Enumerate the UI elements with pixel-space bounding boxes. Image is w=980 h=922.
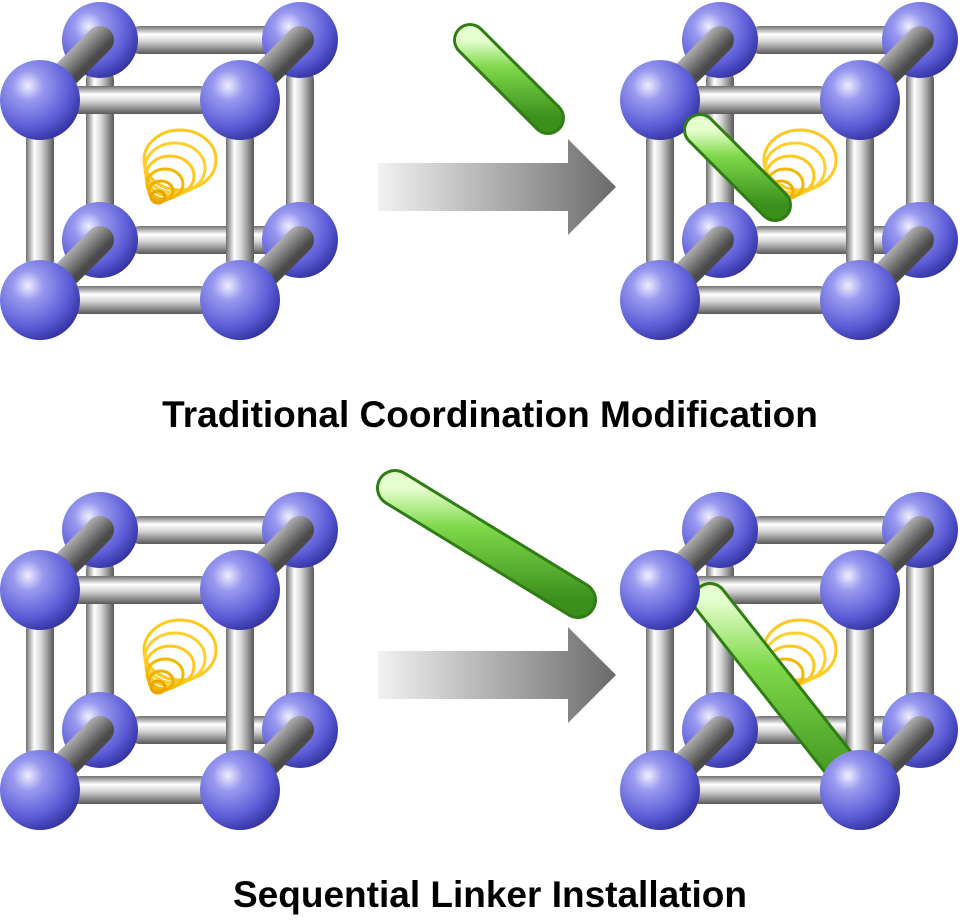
mof-cage-before-bottom bbox=[0, 492, 338, 830]
caption-sequential-installation: Sequential Linker Installation bbox=[233, 874, 747, 915]
linker-long bbox=[376, 469, 597, 619]
mof-cage-before-top bbox=[0, 2, 338, 340]
reaction-arrow-top bbox=[378, 139, 616, 235]
mof-cage-after-bottom bbox=[620, 492, 958, 830]
mof-cage-after-top bbox=[620, 2, 958, 340]
caption-traditional-modification: Traditional Coordination Modification bbox=[162, 394, 818, 435]
linker-short bbox=[453, 23, 565, 135]
reaction-arrow-bottom bbox=[378, 627, 616, 723]
